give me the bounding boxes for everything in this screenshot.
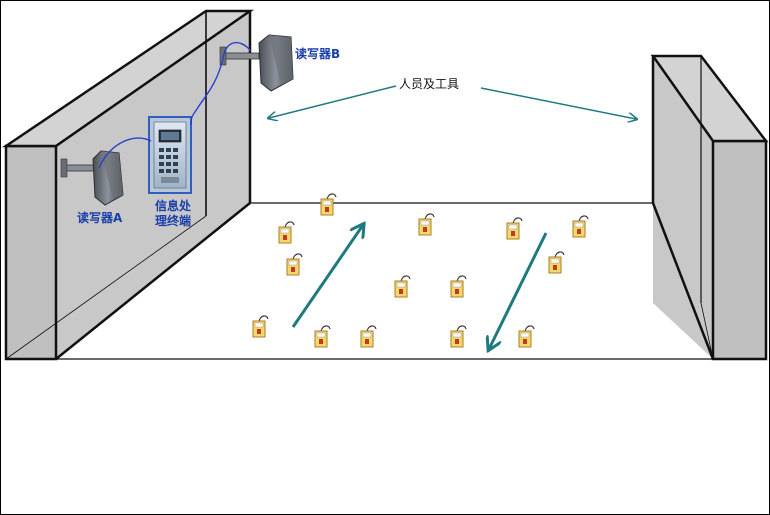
rfid-tag: [278, 221, 295, 244]
cables: [98, 41, 252, 169]
rfid-tags: [252, 193, 589, 348]
rfid-tag: [320, 193, 337, 216]
info-terminal-device: [148, 116, 192, 194]
rfid-tag: [548, 251, 565, 274]
terminal-label-line2: 理终端: [155, 214, 192, 228]
reader-b-label: 读写器B: [295, 47, 341, 61]
rfid-tag: [252, 315, 269, 338]
rfid-tag: [572, 215, 589, 238]
movement-arrows: [291, 225, 548, 349]
rfid-tag: [360, 325, 377, 348]
right-wall: [650, 54, 769, 361]
rfid-tag: [418, 213, 435, 236]
rfid-tag: [450, 325, 467, 348]
rfid-tag: [518, 325, 535, 348]
left-wall: [1, 9, 254, 361]
people-tools-arrows: [269, 85, 636, 119]
rfid-tag: [506, 217, 523, 240]
rfid-tag: [394, 275, 411, 298]
rfid-tag: [314, 325, 331, 348]
rfid-tag: [286, 253, 303, 276]
reader-a-label: 读写器A: [77, 211, 123, 225]
terminal-label-line1: 信息处: [155, 199, 192, 213]
rfid-tag: [450, 275, 467, 298]
people-tools-label: 人员及工具: [399, 77, 460, 91]
